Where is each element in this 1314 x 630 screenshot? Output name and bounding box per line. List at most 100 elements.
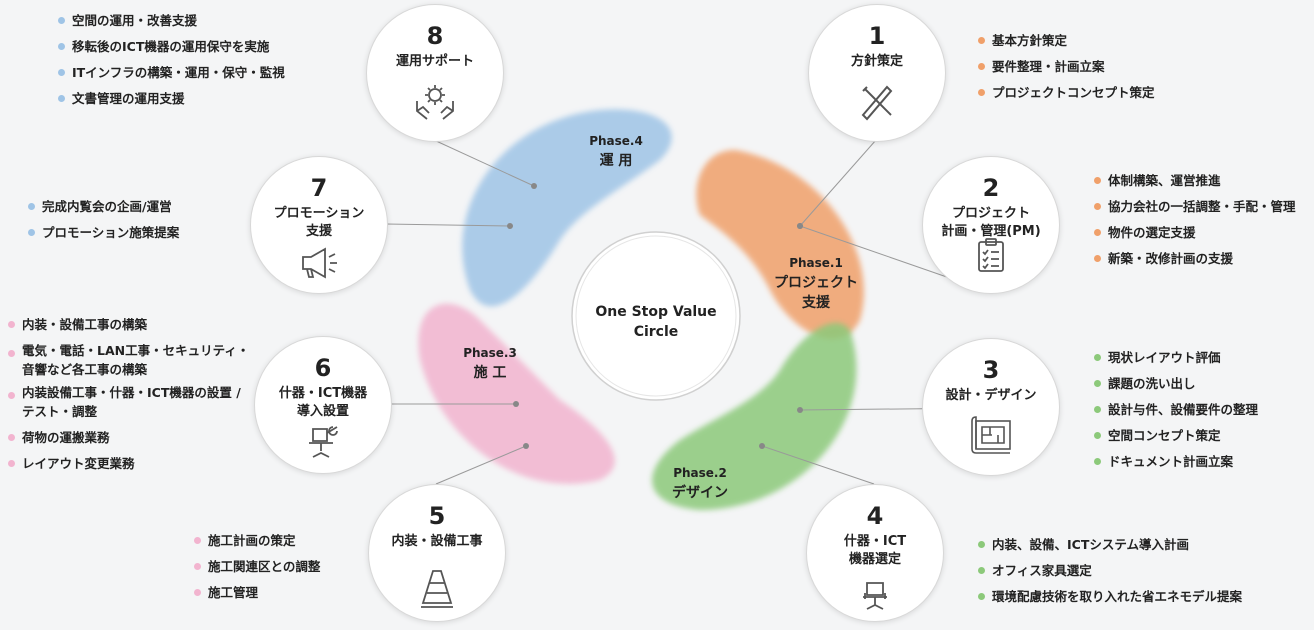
connector-line (433, 139, 535, 187)
phase-name: デザイン (672, 485, 728, 501)
connector-dot (797, 407, 803, 413)
list-item: 空間の運用・改善支援 (56, 8, 285, 34)
list-item: 内装設備工事・什器・ICT機器の設置 / テスト・調整 (6, 383, 250, 421)
step-number: 3 (982, 356, 1000, 384)
list-item: プロジェクトコンセプト策定 (976, 80, 1155, 106)
connector-dot (759, 443, 765, 449)
list-item: 完成内覧会の企画/運営 (26, 194, 179, 220)
phase-number: Phase.2 (673, 466, 727, 480)
gear-hands-icon (413, 81, 457, 125)
step-8-node: 8 運用サポート (366, 4, 504, 142)
step-2-task-list: 体制構築、運営推進 協力会社の一括調整・手配・管理 物件の選定支援 新築・改修計… (1092, 168, 1296, 272)
step-5-node: 5 内装・設備工事 (368, 484, 506, 622)
connector-dot (523, 443, 529, 449)
megaphone-icon (299, 247, 339, 283)
list-item: 要件整理・計画立案 (976, 54, 1155, 80)
step-3-node: 3 設計・デザイン (922, 338, 1060, 476)
step-number: 2 (982, 174, 1000, 202)
list-item: 設計与件、設備要件の整理 (1092, 397, 1258, 423)
step-number: 6 (314, 354, 332, 382)
step-title: 設計・デザイン (945, 388, 1037, 403)
list-item: 内装・設備工事の構築 (6, 312, 250, 338)
step-title: プロモーション 支援 (273, 206, 365, 239)
center-circle (571, 231, 741, 401)
list-item: 施工計画の策定 (192, 528, 320, 554)
phase-name: 運 用 (599, 153, 633, 169)
connector-dot (531, 183, 537, 189)
step-6-task-list: 内装・設備工事の構築 電気・電話・LAN工事・セキュリティ・音響など各工事の構築… (6, 312, 250, 477)
center-title: One Stop Value Circle (595, 304, 717, 340)
step-title: 方針策定 (850, 54, 903, 69)
list-item: 電気・電話・LAN工事・セキュリティ・音響など各工事の構築 (6, 341, 250, 379)
step-title: 什器・ICT 機器選定 (843, 534, 907, 567)
list-item: 基本方針策定 (976, 28, 1155, 54)
step-7-task-list: 完成内覧会の企画/運営 プロモーション施策提案 (26, 194, 179, 246)
list-item: オフィス家具選定 (976, 558, 1242, 584)
step-5-task-list: 施工計画の策定 施工関連区との調整 施工管理 (192, 528, 320, 606)
list-item: 物件の選定支援 (1092, 220, 1296, 246)
connector-line (799, 139, 877, 227)
list-item: 内装、設備、ICTシステム導入計画 (976, 532, 1242, 558)
phase-1-blob (696, 150, 864, 339)
list-item: ITインフラの構築・運用・保守・監視 (56, 60, 285, 86)
connector-dot (513, 401, 519, 407)
step-1-task-list: 基本方針策定 要件整理・計画立案 プロジェクトコンセプト策定 (976, 28, 1155, 106)
step-title: プロジェクト 計画・管理(PM) (941, 206, 1041, 239)
list-item: 文書管理の運用支援 (56, 86, 285, 112)
phase-2-blob (652, 322, 857, 510)
step-number: 4 (866, 502, 884, 530)
step-number: 1 (868, 22, 886, 50)
phase-number: Phase.4 (589, 134, 643, 148)
phase-3-label: Phase.3 施 工 (440, 346, 540, 383)
step-title: 内装・設備工事 (391, 534, 483, 549)
list-item: 新築・改修計画の支援 (1092, 246, 1296, 272)
step-number: 5 (428, 502, 446, 530)
step-4-node: 4 什器・ICT 機器選定 (806, 484, 944, 622)
connector-line (761, 445, 875, 485)
list-item: 施工関連区との調整 (192, 554, 320, 580)
phase-1-label: Phase.1 プロジェクト 支援 (766, 256, 866, 313)
step-number: 7 (310, 174, 328, 202)
step-4-task-list: 内装、設備、ICTシステム導入計画 オフィス家具選定 環境配慮技術を取り入れた省… (976, 532, 1242, 610)
step-title: 運用サポート (395, 54, 474, 69)
connector-line (435, 445, 527, 485)
phase-number: Phase.1 (789, 256, 843, 270)
blueprint-icon (968, 415, 1014, 459)
connector-dot (797, 223, 803, 229)
phase-4-blob (462, 109, 672, 307)
connector-line (385, 223, 511, 227)
step-3-task-list: 現状レイアウト評価 課題の洗い出し 設計与件、設備要件の整理 空間コンセプト策定… (1092, 345, 1258, 475)
phase-number: Phase.3 (463, 346, 517, 360)
step-1-node: 1 方針策定 (808, 4, 946, 142)
list-item: 体制構築、運営推進 (1092, 168, 1296, 194)
step-title: 什器・ICT機器 導入設置 (278, 386, 368, 419)
step-8-task-list: 空間の運用・改善支援 移転後のICT機器の運用保守を実施 ITインフラの構築・運… (56, 8, 285, 112)
phase-name: 施 工 (473, 365, 507, 381)
connector-dot (507, 223, 513, 229)
phase-name: プロジェクト 支援 (774, 275, 858, 311)
list-item: プロモーション施策提案 (26, 220, 179, 246)
step-number: 8 (426, 22, 444, 50)
list-item: 施工管理 (192, 580, 320, 606)
list-item: ドキュメント計画立案 (1092, 449, 1258, 475)
step-2-node: 2 プロジェクト 計画・管理(PM) (922, 156, 1060, 294)
traffic-cone-icon (419, 569, 455, 613)
step-6-node: 6 什器・ICT機器 導入設置 (254, 336, 392, 474)
list-item: 課題の洗い出し (1092, 371, 1258, 397)
list-item: 空間コンセプト策定 (1092, 423, 1258, 449)
phase-3-blob (418, 303, 615, 484)
list-item: 現状レイアウト評価 (1092, 345, 1258, 371)
phase-4-label: Phase.4 運 用 (566, 134, 666, 171)
phase-2-label: Phase.2 デザイン (650, 466, 750, 503)
list-item: レイアウト変更業務 (6, 451, 250, 477)
list-item: 移転後のICT機器の運用保守を実施 (56, 34, 285, 60)
list-item: 協力会社の一括調整・手配・管理 (1092, 194, 1296, 220)
list-item: 環境配慮技術を取り入れた省エネモデル提案 (976, 584, 1242, 610)
list-item: 荷物の運搬業務 (6, 425, 250, 451)
chair-wrench-icon (305, 425, 341, 465)
office-chair-icon (857, 581, 893, 615)
pencil-ruler-icon (857, 81, 897, 125)
step-7-node: 7 プロモーション 支援 (250, 156, 388, 294)
